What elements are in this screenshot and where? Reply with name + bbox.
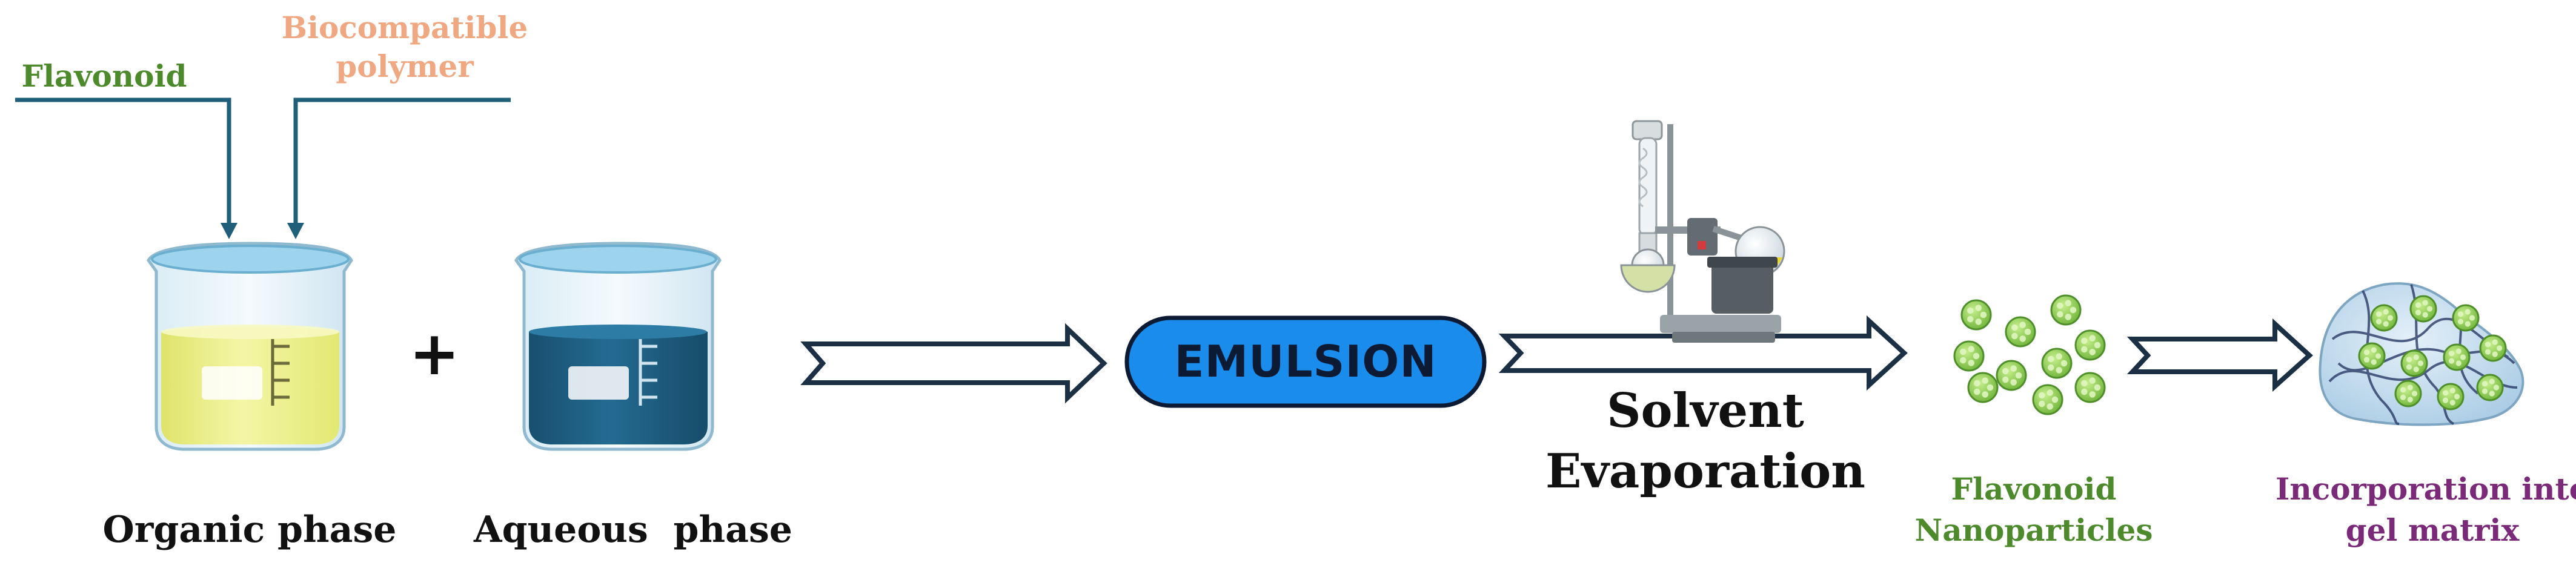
polymer-input-label-line1: Biocompatible (282, 10, 528, 45)
process-arrows (800, 315, 2313, 404)
organic-beaker (147, 242, 353, 451)
solvent-evaporation-line1: Solvent (1607, 383, 1804, 438)
polymer-feed-line (293, 97, 511, 227)
gel-particle (2409, 295, 2437, 323)
nanoparticles-label-line1: Flavonoid (1951, 471, 2117, 507)
gel-particle (2479, 334, 2507, 362)
arrow-to-gel (2126, 318, 2313, 392)
nanoparticles-icon (1953, 294, 2106, 415)
rotary-evaporator-icon (1620, 120, 1785, 343)
nanoparticle (1953, 340, 1985, 372)
organic-phase-label: Organic phase (103, 509, 397, 551)
nanoparticles-label-line2: Nanoparticles (1915, 512, 2153, 548)
nanoparticle (2005, 316, 2036, 348)
polymer-input-label-line2: polymer (336, 48, 474, 84)
polymer-arrowhead (287, 223, 304, 239)
nanoparticle (2074, 372, 2106, 403)
feed-arrowheads (221, 223, 304, 239)
nanoparticle (2050, 294, 2082, 326)
gel-particle (2394, 380, 2422, 407)
nanoparticle (1967, 372, 1999, 403)
gel-matrix-icon (2319, 282, 2525, 426)
flavonoid-feed-line (15, 97, 231, 227)
gel-particle (2476, 374, 2504, 401)
gel-particle (2370, 304, 2398, 332)
aqueous-phase-label: Aqueous phase (473, 509, 792, 551)
gel-particle (2437, 383, 2465, 411)
flavonoid-input-label: Flavonoid (22, 58, 187, 94)
nanoparticle (2074, 329, 2106, 361)
gel-particle (2400, 349, 2428, 377)
nanoparticle (1960, 299, 1992, 331)
gel-label-line1: Incorporation into (2276, 471, 2576, 507)
emulsion-label: EMULSION (1174, 336, 1436, 387)
nanoparticle (2041, 348, 2073, 379)
emulsion-node: EMULSION (1124, 315, 1487, 408)
gel-label-line2: gel matrix (2346, 512, 2520, 548)
flavonoid-arrowhead (221, 223, 237, 239)
feed-lines (15, 97, 511, 227)
gel-particle (2452, 304, 2480, 332)
gel-particles (2358, 295, 2507, 411)
plus-sign: + (409, 318, 460, 389)
gel-particle (2358, 342, 2386, 370)
aqueous-beaker (514, 242, 722, 451)
arrow-to-nanoparticles (1498, 315, 1908, 391)
nanoparticle (2032, 384, 2063, 415)
arrow-to-emulsion (800, 323, 1107, 404)
gel-particle (2443, 343, 2471, 371)
solvent-evaporation-line2: Evaporation (1545, 444, 1865, 499)
nanoparticle (1996, 360, 2027, 391)
